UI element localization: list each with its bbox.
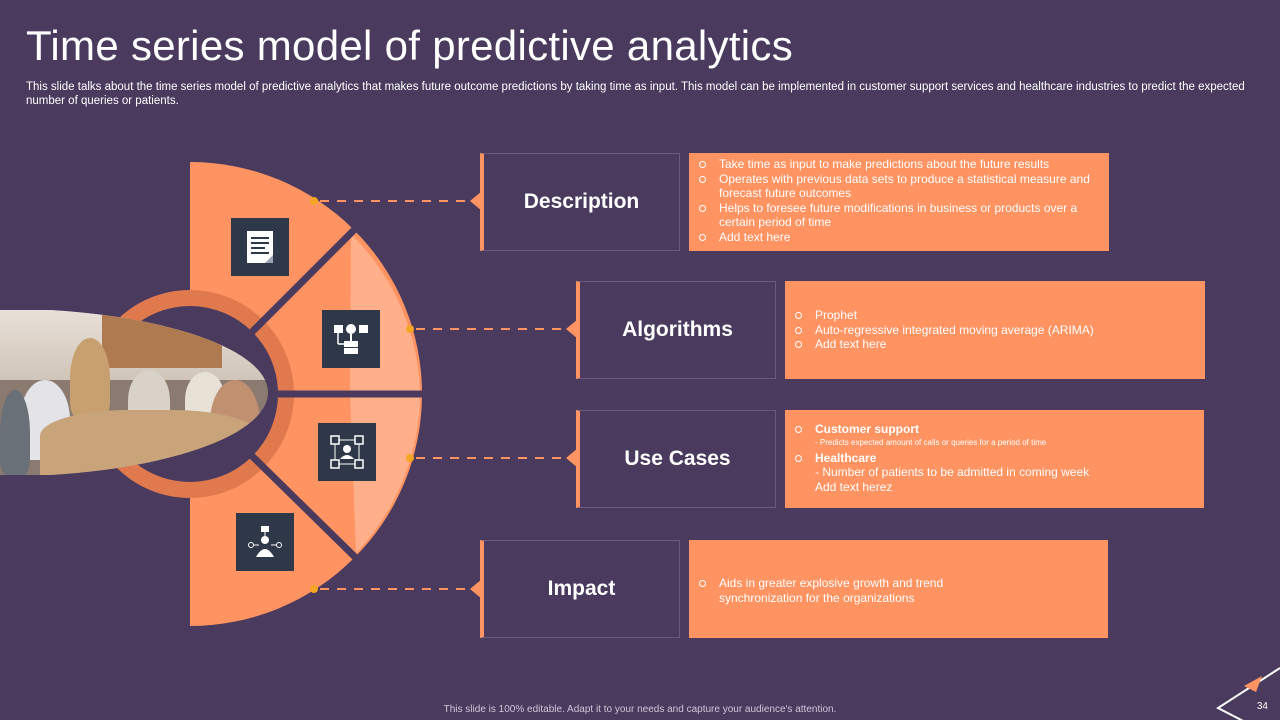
algorithms-point: Prophet (795, 308, 1193, 323)
algorithms-point: Add text here (795, 337, 1193, 352)
usecase-heading: Healthcare (795, 451, 1192, 466)
connector-algorithms (406, 319, 578, 339)
usecase-detail: - Number of patients to be admitted in c… (815, 465, 1090, 479)
usecase-extra: Add text herez (815, 479, 893, 494)
usecase-heading: Customer support (795, 422, 1192, 437)
document-icon (231, 218, 289, 276)
description-point: Add text here (699, 230, 1097, 245)
description-point: Take time as input to make predictions a… (699, 157, 1097, 172)
flowchart-icon (322, 310, 380, 368)
page-number: 34 (1256, 701, 1268, 712)
algorithms-point: Auto-regressive integrated moving averag… (795, 323, 1193, 338)
description-panel: Take time as input to make predictions a… (689, 153, 1109, 251)
algorithms-label: Algorithms (576, 281, 776, 379)
usecases-label: Use Cases (576, 410, 776, 508)
connector-description (310, 191, 482, 211)
description-point: Operates with previous data sets to prod… (699, 172, 1097, 201)
description-label: Description (480, 153, 680, 251)
algorithms-panel: Prophet Auto-regressive integrated movin… (785, 281, 1205, 379)
network-user-icon (318, 423, 376, 481)
slide-title: Time series model of predictive analytic… (26, 22, 794, 69)
usecase-detail: - Predicts expected amount of calls or q… (815, 437, 1047, 447)
connected-person-icon (236, 513, 294, 571)
separator-1 (249, 226, 358, 335)
slide-subtitle: This slide talks about the time series m… (26, 81, 1245, 107)
separator-3 (249, 453, 359, 561)
footer-note: This slide is 100% editable. Adapt it to… (443, 704, 837, 715)
connector-impact (310, 579, 482, 599)
corner-accent (1244, 676, 1262, 692)
usecases-panel: Customer support - Predicts expected amo… (785, 410, 1204, 508)
connector-usecases (406, 448, 578, 468)
impact-label: Impact (480, 540, 680, 638)
description-point: Helps to foresee future modifications in… (699, 201, 1097, 230)
impact-panel: Aids in greater explosive growth and tre… (689, 540, 1108, 638)
impact-point: Aids in greater explosive growth and tre… (699, 576, 1013, 605)
